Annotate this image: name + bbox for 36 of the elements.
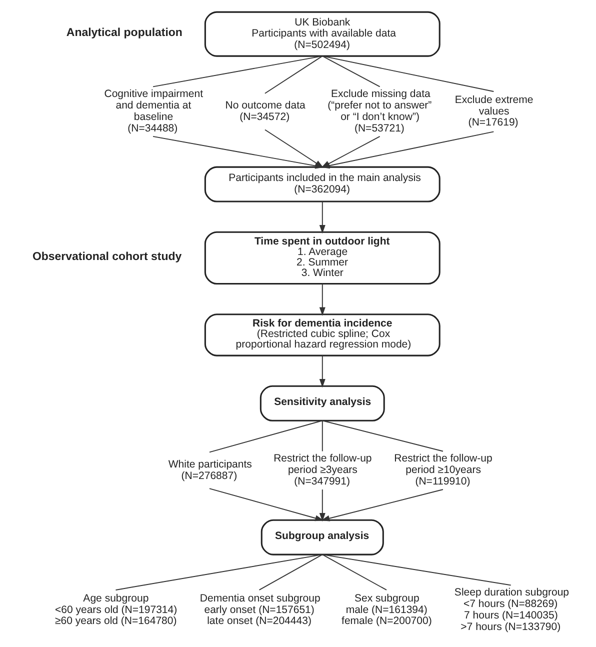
connector [322,420,444,452]
connector [115,554,323,590]
node-text: Dementia onset subgroup early onset (N=157651) late onset (N=204443) [200,592,320,628]
label: Analytical population [66,27,182,40]
arrow [319,489,326,522]
label: Observational cohort study [32,250,182,263]
connector [258,554,323,590]
node-text: Sleep duration subgroup <7 hours (N=88269) 7 hours (N=140035) >7 hours (N=133790) [454,586,570,633]
connector [152,56,323,88]
connector [322,56,380,88]
node-text: Exclude extreme values (N=17619) [454,94,534,129]
node-text: Exclude missing data (“prefer not to answer” or “I don’t know”) (N=53721) [328,88,432,134]
node-box: Subgroup analysis [260,519,384,556]
node-text: Age subgroup <60 years old (N=197314) ≥60 years old (N=164780) [54,592,178,628]
arrow [319,283,326,316]
node-text: Sex subgroup male (N=161394) female (N=200700) [342,592,432,628]
arrow [321,489,444,522]
node-box: Participants included in the main analysis (N=362094) [204,166,440,202]
connector [322,554,512,586]
connector [264,56,323,94]
node-box: UK Biobank Participants with available data (N=502494) [204,11,440,57]
arrow [209,488,324,522]
node-text: No outcome data (N=34572) [225,100,306,123]
arrow [319,201,326,234]
connector [209,420,323,453]
node-box: Time spent in outdoor light 1. Average 2. Summer 3. Winter [204,231,440,285]
node-text: Restrict the follow-up period ≥3years (N=347991) [274,452,372,488]
node-text: White participants (N=276887) [168,458,252,482]
connector [322,554,387,590]
connector [322,56,494,92]
node-box: Risk for dementia incidence (Restricted cubic spline; Cox proportional hazard regression mode) [204,314,440,356]
node-text: Cognitive impairment and dementia at baseline (N=34488) [104,88,204,134]
node-box: Sensitivity analysis [260,385,385,422]
connector [322,420,323,452]
node-text: Restrict the follow-up period ≥10years (N=119910) [394,452,492,488]
arrow [319,355,326,388]
